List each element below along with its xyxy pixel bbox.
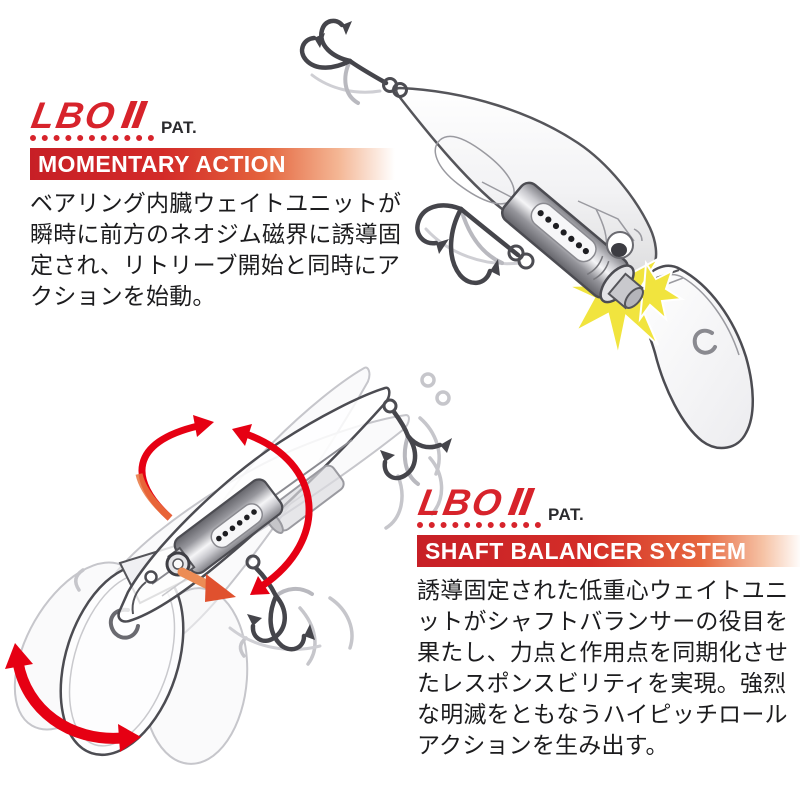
lbo-logo-text: LBO xyxy=(28,95,120,136)
lbo-logo-numeral: Ⅱ xyxy=(118,95,152,136)
belly-treble-hook-front xyxy=(228,554,322,652)
lbo2-logo: LBO Ⅱ PAT. xyxy=(415,482,800,528)
bearing-balls xyxy=(537,210,589,255)
momentum-arrow xyxy=(177,567,236,602)
lbo2-logo: LBO Ⅱ PAT. xyxy=(28,95,406,141)
tail-treble-hook-front xyxy=(380,398,452,486)
lbo-logo-numeral: Ⅱ xyxy=(505,482,539,523)
momentary-action-section: LBO Ⅱ PAT. MOMENTARY ACTION ベアリング内臓ウェイトユ… xyxy=(28,95,406,312)
lip-logo-mark xyxy=(108,607,140,640)
bearing-balls xyxy=(216,509,257,542)
lbo-weight-unit xyxy=(500,181,644,310)
lure-eye xyxy=(606,228,643,259)
belly-treble-hook xyxy=(415,203,535,285)
roll-rotation-arrow-left xyxy=(135,415,214,521)
lure-roll-action-illustration xyxy=(5,365,452,765)
lbo-logo-text: LBO xyxy=(415,482,507,523)
patent-label: PAT. xyxy=(547,505,585,524)
lip-swing-arrow xyxy=(5,643,141,752)
tail-treble-hook xyxy=(299,18,408,105)
lure-side-view-illustration xyxy=(299,18,754,450)
line-tie-ring xyxy=(144,570,158,584)
section-heading: SHAFT BALANCER SYSTEM xyxy=(417,535,800,567)
lbo2-logo-mark: LBO Ⅱ xyxy=(28,95,154,141)
lip-logo-mark xyxy=(692,328,717,355)
section-body-text: 誘導固定された低重心ウェイトユニットがシャフトバランサーの役目を果たし、力点と作… xyxy=(417,577,789,758)
lbo2-logo-mark: LBO Ⅱ xyxy=(415,482,541,528)
section-heading: MOMENTARY ACTION xyxy=(30,148,406,180)
roll-rotation-arrow-right xyxy=(232,424,313,595)
shaft-balancer-section: LBO Ⅱ PAT. SHAFT BALANCER SYSTEM 誘導固定された… xyxy=(415,482,800,761)
patent-label: PAT. xyxy=(160,118,198,137)
diving-lip xyxy=(637,264,754,450)
magnet-cup xyxy=(131,551,191,615)
section-body-text: ベアリング内臓ウェイトユニットが瞬時に前方のネオジム磁界に誘導固定され、リトリー… xyxy=(30,190,402,309)
